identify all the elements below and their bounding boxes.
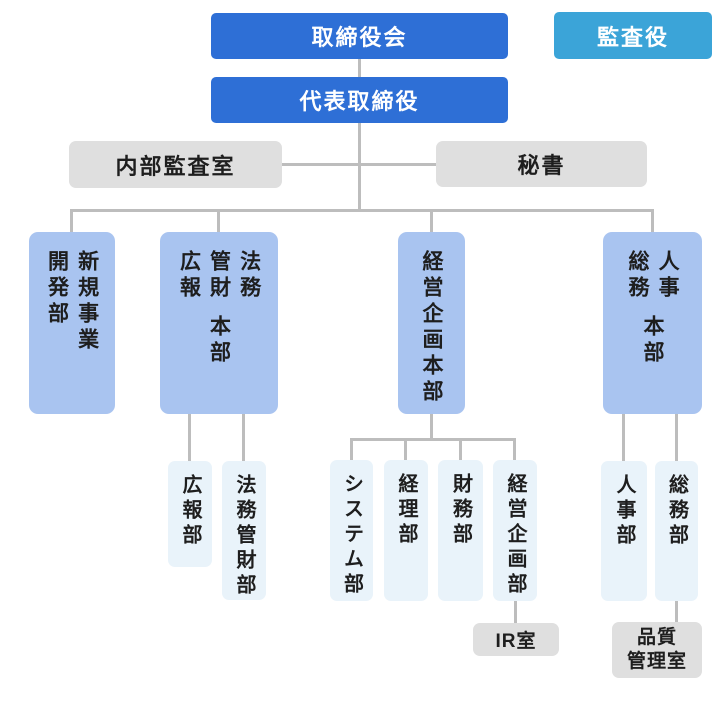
connector-staff-row xyxy=(282,163,436,166)
connector-drop-pr-dept xyxy=(188,414,191,461)
division-label-columns: 新規事業 開発部 xyxy=(45,250,99,354)
division-label-columns: 人事 総務 xyxy=(626,250,679,302)
internal-audit-label: 内部監査室 xyxy=(115,153,236,179)
connector-divisions-bus xyxy=(70,209,654,212)
box-secretary: 秘書 xyxy=(436,141,647,187)
division-label-line: 広報 xyxy=(177,250,201,302)
box-division-hr-general-affairs: 人事 総務 本部 xyxy=(603,232,702,414)
division-suffix-honbu: 本部 xyxy=(641,315,665,367)
dept-label: 経営企画部 xyxy=(504,473,526,598)
box-board-of-directors: 取締役会 xyxy=(211,13,508,59)
dept-label: 人事部 xyxy=(613,474,635,549)
division-label-columns: 経営企画本部 xyxy=(420,250,443,406)
box-dept-public-relations: 広報部 xyxy=(168,461,212,567)
connector-drop-legal-div xyxy=(217,209,220,233)
dept-label: システム部 xyxy=(340,473,363,598)
connector-drop-accounting xyxy=(404,438,407,460)
box-office-ir: IR室 xyxy=(473,623,559,656)
division-label-line: 新規事業 xyxy=(75,250,99,354)
box-division-new-business-dev: 新規事業 開発部 xyxy=(29,232,115,414)
division-label-columns: 法務 管財 広報 xyxy=(177,250,260,302)
box-auditor: 監査役 xyxy=(554,12,712,59)
connector-drop-general-affairs xyxy=(675,414,678,461)
box-dept-systems: システム部 xyxy=(330,460,373,601)
connector-drop-quality xyxy=(675,600,678,624)
box-internal-audit-office: 内部監査室 xyxy=(69,141,282,188)
box-office-quality-control: 品質 管理室 xyxy=(612,622,702,678)
connector-drop-legal-dept xyxy=(242,414,245,461)
connector-planning-bus xyxy=(350,438,516,441)
division-label-line: 開発部 xyxy=(45,250,69,328)
box-division-corporate-planning: 経営企画本部 xyxy=(398,232,465,414)
secretary-label: 秘書 xyxy=(517,153,566,178)
division-label-line: 総務 xyxy=(626,250,649,302)
division-label-line: 人事 xyxy=(656,250,680,302)
connector-drop-hr-dept xyxy=(622,414,625,461)
box-dept-legal-property: 法務管財部 xyxy=(222,461,266,600)
connector-drop-system xyxy=(350,438,353,460)
dept-label: 経理部 xyxy=(395,473,417,548)
box-dept-general-affairs: 総務部 xyxy=(655,461,698,601)
dept-label: 広報部 xyxy=(179,474,201,549)
ceo-label: 代表取締役 xyxy=(299,89,420,114)
connector-planning-stem xyxy=(430,414,433,440)
box-dept-finance: 財務部 xyxy=(438,460,483,601)
dept-label: 総務部 xyxy=(665,474,688,549)
quality-office-label-line: 管理室 xyxy=(626,651,687,672)
division-suffix-honbu: 本部 xyxy=(207,315,231,367)
connector-drop-ir xyxy=(514,600,517,624)
box-representative-director: 代表取締役 xyxy=(211,77,508,123)
auditor-label: 監査役 xyxy=(596,24,669,50)
quality-office-label-line: 品質 xyxy=(636,626,677,648)
connector-drop-planning-div xyxy=(430,209,433,233)
division-label-line: 経営企画本部 xyxy=(420,250,444,406)
box-division-legal-property-pr: 法務 管財 広報 本部 xyxy=(160,232,278,414)
division-label-line: 管財 xyxy=(207,250,231,302)
connector-drop-corp-planning xyxy=(513,438,516,460)
division-label-line: 法務 xyxy=(237,250,261,302)
dept-label: 財務部 xyxy=(449,473,472,548)
connector-drop-finance xyxy=(459,438,462,460)
dept-label: 法務管財部 xyxy=(233,474,255,599)
connector-drop-hr-div xyxy=(651,209,654,233)
connector-board-ceo xyxy=(358,59,361,77)
box-dept-corporate-planning: 経営企画部 xyxy=(493,460,537,601)
connector-ceo-trunk xyxy=(358,123,361,211)
box-dept-human-resources: 人事部 xyxy=(601,461,647,601)
connector-drop-new-business xyxy=(70,209,73,233)
box-dept-accounting: 経理部 xyxy=(384,460,428,601)
ir-office-label: IR室 xyxy=(495,631,537,652)
board-label: 取締役会 xyxy=(311,25,408,50)
